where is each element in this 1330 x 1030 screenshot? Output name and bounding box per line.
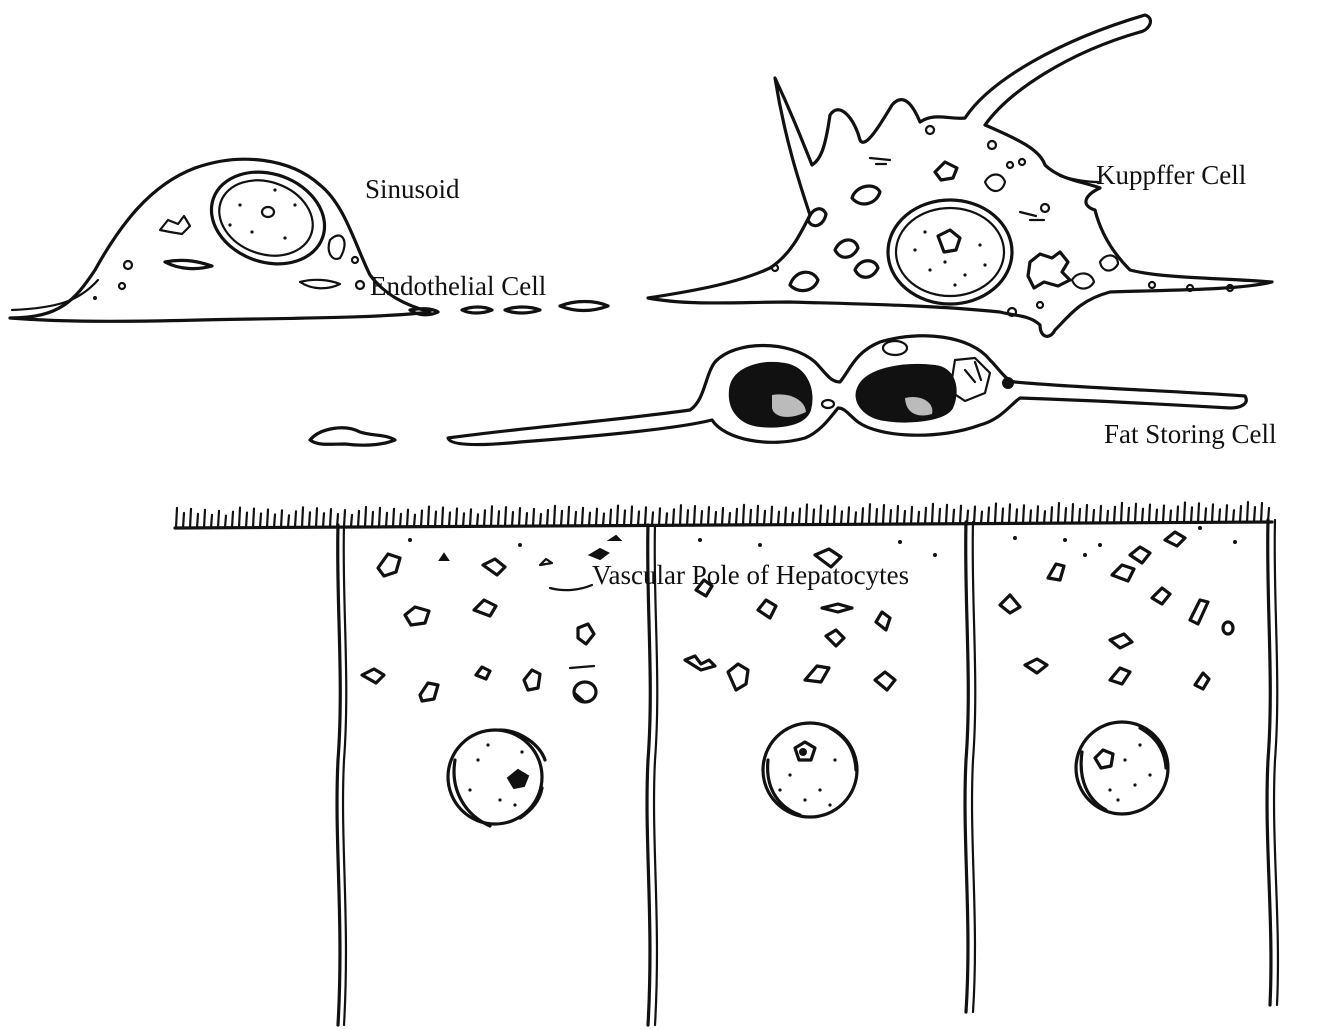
endothelial-cell-label: Endothelial Cell [370,271,546,301]
hepatocyte-organelles [362,526,1237,702]
hepatocyte-wall [337,525,340,1025]
hepatocyte-nucleus [448,730,545,826]
hepatocyte-wall [965,522,968,1012]
fat-droplet [857,365,956,422]
sinusoid-label: Sinusoid [365,174,460,204]
hepatocyte-nucleus [1076,722,1168,814]
fat-storing-cell-label: Fat Storing Cell [1104,419,1277,449]
fat-droplet [730,363,812,427]
kupffer-cell-label: Kuppffer Cell [1096,160,1246,190]
hepatocyte-nucleus [763,723,857,817]
hepatocyte-wall [647,525,650,1025]
vascular-pole-label: Vascular Pole of Hepatocytes [592,560,909,590]
hepatocyte-wall [1267,520,1271,1005]
